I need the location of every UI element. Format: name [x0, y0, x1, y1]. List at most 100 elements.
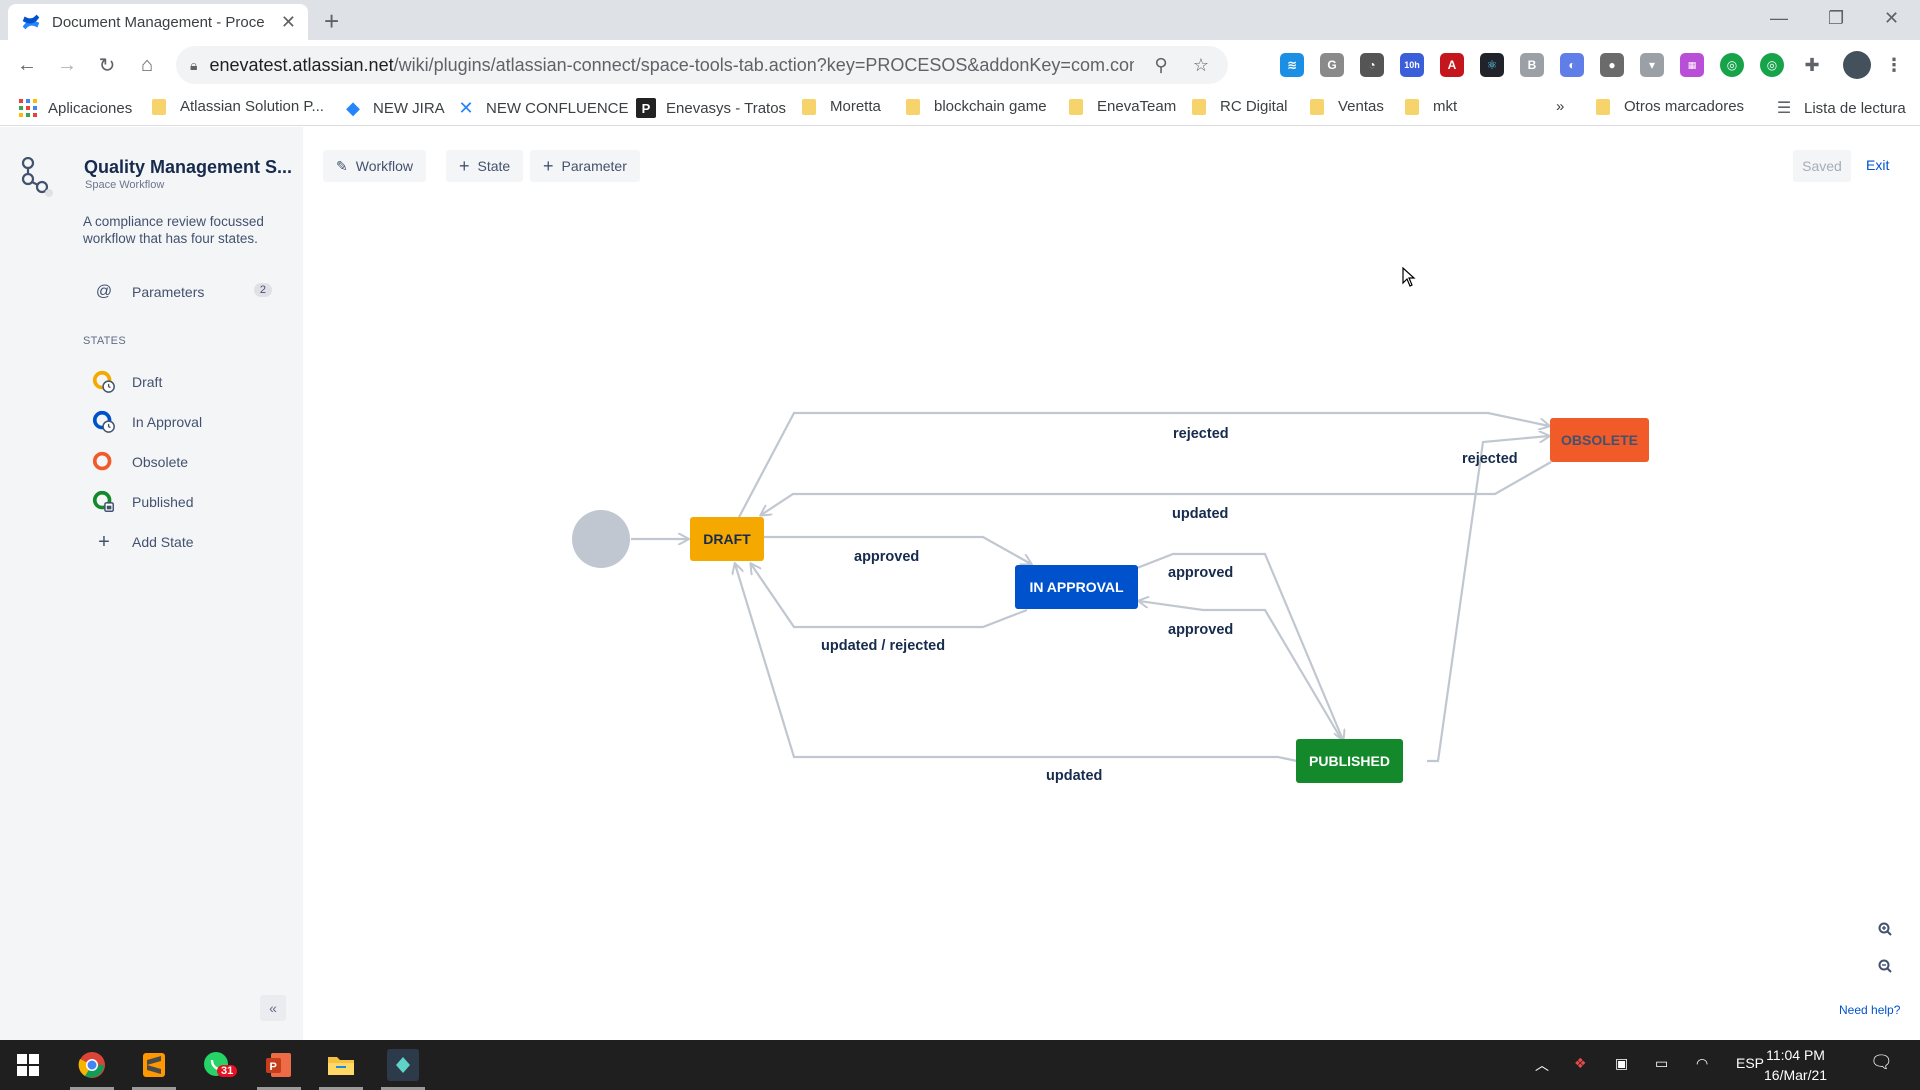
tray-dropbox-icon[interactable]: ❖ — [1574, 1055, 1587, 1071]
node-published[interactable]: PUBLISHED — [1296, 739, 1403, 783]
edge-label-approval-draft[interactable]: updated / rejected — [821, 638, 946, 654]
tray-language[interactable]: ESP — [1736, 1055, 1765, 1071]
sidebar-item-obsolete[interactable]: Obsolete — [92, 448, 272, 476]
browser-tab[interactable]: Document Management - Proce ✕ — [8, 4, 308, 40]
edge-label-obsolete-draft[interactable]: updated — [1172, 506, 1229, 522]
edge-label-draft-obsolete[interactable]: rejected — [1173, 426, 1229, 442]
edge-label-approval-published[interactable]: approved — [1168, 565, 1234, 581]
edge-label-published-draft[interactable]: updated — [1046, 768, 1103, 784]
state-button-label: State — [477, 158, 511, 174]
add-state-toolbar-button[interactable]: + State — [446, 150, 524, 182]
bookmark-item[interactable]: RC Digital — [1192, 98, 1288, 115]
lock-icon: 🔒︎ — [190, 56, 198, 73]
overflow-label: » — [1556, 98, 1565, 115]
sidebar-item-draft[interactable]: Draft — [92, 368, 272, 396]
reload-icon[interactable]: ↻ — [98, 54, 116, 77]
extension-pdf-icon[interactable]: A — [1440, 53, 1464, 77]
tray-battery-icon[interactable]: ▭ — [1655, 1055, 1669, 1071]
window-close-icon[interactable]: ✕ — [1884, 8, 1900, 28]
add-state-button[interactable]: + Add State — [92, 528, 272, 556]
extension-compass-icon[interactable]: ◐ — [1560, 53, 1584, 77]
whatsapp-icon[interactable]: 31 — [201, 1049, 238, 1081]
parameter-button-label: Parameter — [561, 158, 627, 174]
bookmark-item[interactable]: Atlassian Solution P... — [152, 98, 324, 115]
bookmark-apps[interactable]: Aplicaciones — [18, 98, 132, 118]
extension-icon[interactable]: ≋ — [1280, 53, 1304, 77]
in-approval-state-icon — [92, 410, 116, 434]
sidebar-item-label: Obsolete — [132, 454, 189, 470]
tab-close-icon[interactable]: ✕ — [280, 11, 296, 32]
extension-green-icon[interactable]: ◎ — [1720, 53, 1744, 77]
bookmark-star-icon[interactable]: ☆ — [1192, 54, 1210, 75]
extension-circle-icon[interactable]: ◔ — [1360, 53, 1384, 77]
home-icon[interactable]: ⌂ — [140, 53, 154, 76]
folder-icon — [1310, 98, 1324, 115]
collapse-sidebar-button[interactable]: « — [260, 995, 286, 1021]
edge-label-published-approval[interactable]: approved — [1168, 622, 1234, 638]
sidebar-item-parameters[interactable]: @ Parameters 2 — [92, 278, 272, 306]
space-title[interactable]: Quality Management S... — [84, 157, 293, 177]
edge-approval-draft — [751, 564, 1028, 629]
powerpoint-icon[interactable]: P — [263, 1049, 295, 1081]
bookmark-item[interactable]: ◆NEW JIRA — [343, 98, 445, 118]
bookmark-item[interactable]: mkt — [1405, 98, 1457, 115]
node-in-approval[interactable]: IN APPROVAL — [1015, 565, 1138, 609]
sublime-icon[interactable] — [138, 1049, 170, 1081]
bookmark-item[interactable]: ✕NEW CONFLUENCE — [456, 98, 628, 118]
bookmark-item[interactable]: Moretta — [802, 98, 881, 115]
bookmark-item[interactable]: Ventas — [1310, 98, 1384, 115]
sidebar-item-in-approval[interactable]: In Approval — [92, 408, 272, 436]
node-obsolete[interactable]: OBSOLETE — [1550, 418, 1649, 462]
windows-start-icon[interactable] — [12, 1049, 44, 1081]
zoom-out-icon[interactable] — [1873, 954, 1897, 978]
file-explorer-icon[interactable] — [325, 1049, 357, 1081]
bookmark-label: EnevaTeam — [1097, 98, 1177, 115]
restore-icon[interactable]: ❐ — [1828, 8, 1845, 28]
extension-g-icon[interactable]: G — [1320, 53, 1344, 77]
edge-label-draft-approval[interactable]: approved — [854, 549, 920, 565]
tray-security-icon[interactable]: ▣ — [1615, 1055, 1629, 1071]
extensions-puzzle-icon[interactable]: ✚ — [1804, 54, 1820, 75]
minimize-icon[interactable]: — — [1770, 8, 1788, 28]
notifications-icon[interactable]: 🗨︎ — [1870, 1052, 1893, 1072]
address-bar[interactable]: 🔒︎ enevatest.atlassian.net/wiki/plugins/… — [176, 46, 1228, 84]
mouse-cursor-icon — [1402, 267, 1416, 287]
zoom-icon[interactable]: ⚲ — [1154, 54, 1168, 75]
extension-calendar-icon[interactable]: 10h — [1400, 53, 1424, 77]
saved-button[interactable]: Saved — [1793, 150, 1851, 182]
forward-icon[interactable]: → — [57, 53, 77, 76]
extension-grid-icon[interactable]: ▦ — [1680, 53, 1704, 77]
bookmark-item[interactable]: EnevaTeam — [1069, 98, 1176, 115]
extension-react-icon[interactable]: ⚛ — [1480, 53, 1504, 77]
zoom-in-icon[interactable] — [1873, 917, 1897, 941]
bookmarks-overflow-icon[interactable]: » — [1556, 98, 1564, 115]
back-icon[interactable]: ← — [17, 53, 37, 76]
extension-green2-icon[interactable]: ◎ — [1760, 53, 1784, 77]
workflow-canvas[interactable]: DRAFT IN APPROVAL OBSOLETE PUBLISHED rej… — [303, 190, 1920, 1040]
new-tab-icon[interactable]: + — [324, 6, 340, 36]
tray-chevron-icon[interactable]: ︿ — [1535, 1057, 1549, 1073]
bookmark-other[interactable]: Otros marcadores — [1596, 98, 1744, 115]
extension-dot-icon[interactable]: ● — [1600, 53, 1624, 77]
reading-list[interactable]: ☰Lista de lectura — [1774, 98, 1906, 118]
app-icon[interactable] — [387, 1049, 419, 1081]
add-parameter-button[interactable]: + Parameter — [530, 150, 640, 182]
bookmark-label: Lista de lectura — [1804, 99, 1906, 117]
browser-menu-icon[interactable]: ⋮ — [1885, 54, 1903, 75]
node-draft[interactable]: DRAFT — [690, 517, 764, 561]
extension-shield-icon[interactable]: ▾ — [1640, 53, 1664, 77]
sidebar-item-published[interactable]: Published — [92, 488, 272, 516]
chrome-icon[interactable] — [76, 1049, 108, 1081]
confluence-icon — [22, 14, 40, 30]
exit-link[interactable]: Exit — [1866, 157, 1890, 173]
space-subtitle: Space Workflow — [85, 179, 165, 191]
taskbar-clock[interactable]: 11:04 PM 16/Mar/21 — [1764, 1045, 1827, 1085]
bookmark-item[interactable]: blockchain game — [906, 98, 1047, 115]
need-help-link[interactable]: Need help? — [1839, 1003, 1901, 1017]
tray-wifi-icon[interactable]: ◠ — [1696, 1055, 1709, 1071]
extension-b-icon[interactable]: B — [1520, 53, 1544, 77]
workflow-button[interactable]: ✎ Workflow — [323, 150, 427, 182]
edge-label-published-obsolete[interactable]: rejected — [1462, 451, 1518, 467]
profile-avatar[interactable] — [1843, 51, 1871, 79]
